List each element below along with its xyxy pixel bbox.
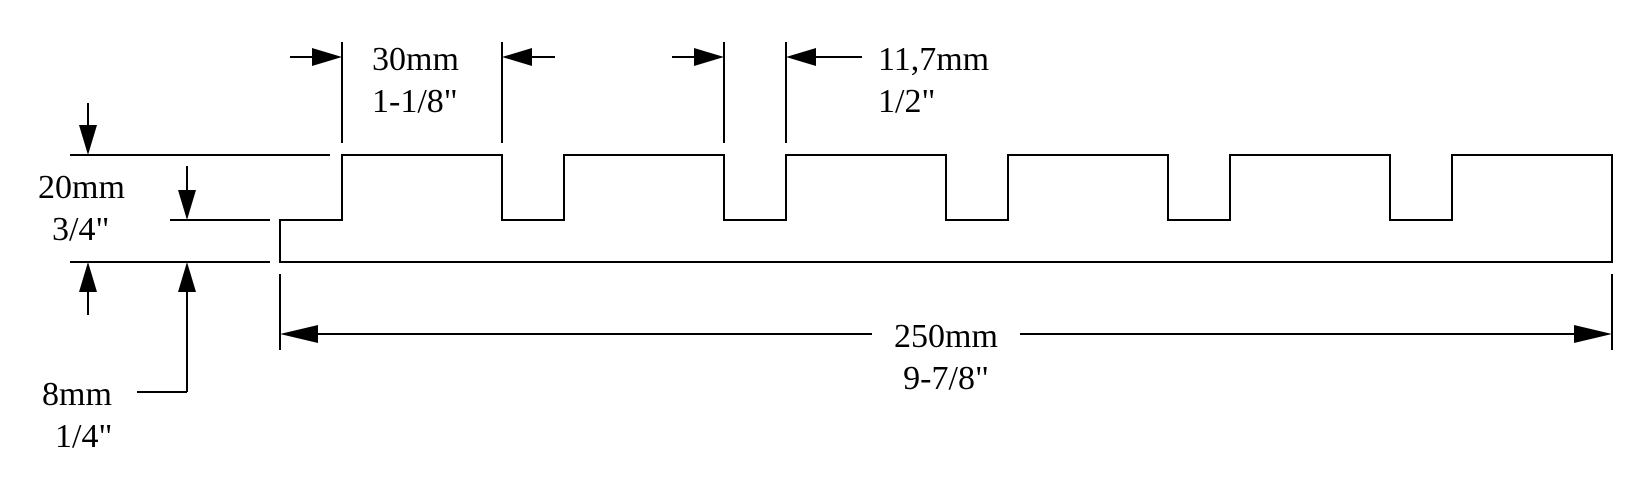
arrowhead bbox=[79, 262, 97, 292]
total-thickness-imperial-label: 3/4" bbox=[52, 211, 109, 248]
arrowhead bbox=[502, 48, 532, 66]
tooth-width-imperial-label: 1-1/8" bbox=[372, 83, 458, 120]
base-thickness-metric-label: 8mm bbox=[42, 376, 112, 413]
arrowhead bbox=[694, 48, 724, 66]
groove-width-imperial-label: 1/2" bbox=[878, 83, 935, 120]
arrowhead bbox=[178, 190, 196, 220]
arrowhead bbox=[312, 48, 342, 66]
base-thickness-imperial-label: 1/4" bbox=[55, 418, 112, 455]
total-thickness-dimension: 20mm 3/4" bbox=[38, 103, 330, 315]
overall-width-imperial-label: 9-7/8" bbox=[903, 360, 989, 397]
panel-profile-outline bbox=[279, 154, 1613, 263]
groove-width-metric-label: 11,7mm bbox=[878, 41, 989, 78]
overall-width-dimension: 250mm 9-7/8" bbox=[279, 274, 1613, 397]
overall-width-metric-label: 250mm bbox=[894, 318, 998, 355]
base-thickness-dimension: 8mm 1/4" bbox=[42, 166, 270, 455]
arrowhead bbox=[79, 125, 97, 155]
groove-width-dimension: 11,7mm 1/2" bbox=[672, 41, 989, 143]
arrowhead bbox=[280, 325, 318, 343]
arrowhead bbox=[1574, 325, 1612, 343]
tooth-width-dimension: 30mm 1-1/8" bbox=[290, 41, 555, 143]
total-thickness-metric-label: 20mm bbox=[38, 169, 125, 206]
tooth-width-metric-label: 30mm bbox=[372, 41, 459, 78]
arrowhead bbox=[786, 48, 816, 66]
arrowhead bbox=[178, 262, 196, 292]
